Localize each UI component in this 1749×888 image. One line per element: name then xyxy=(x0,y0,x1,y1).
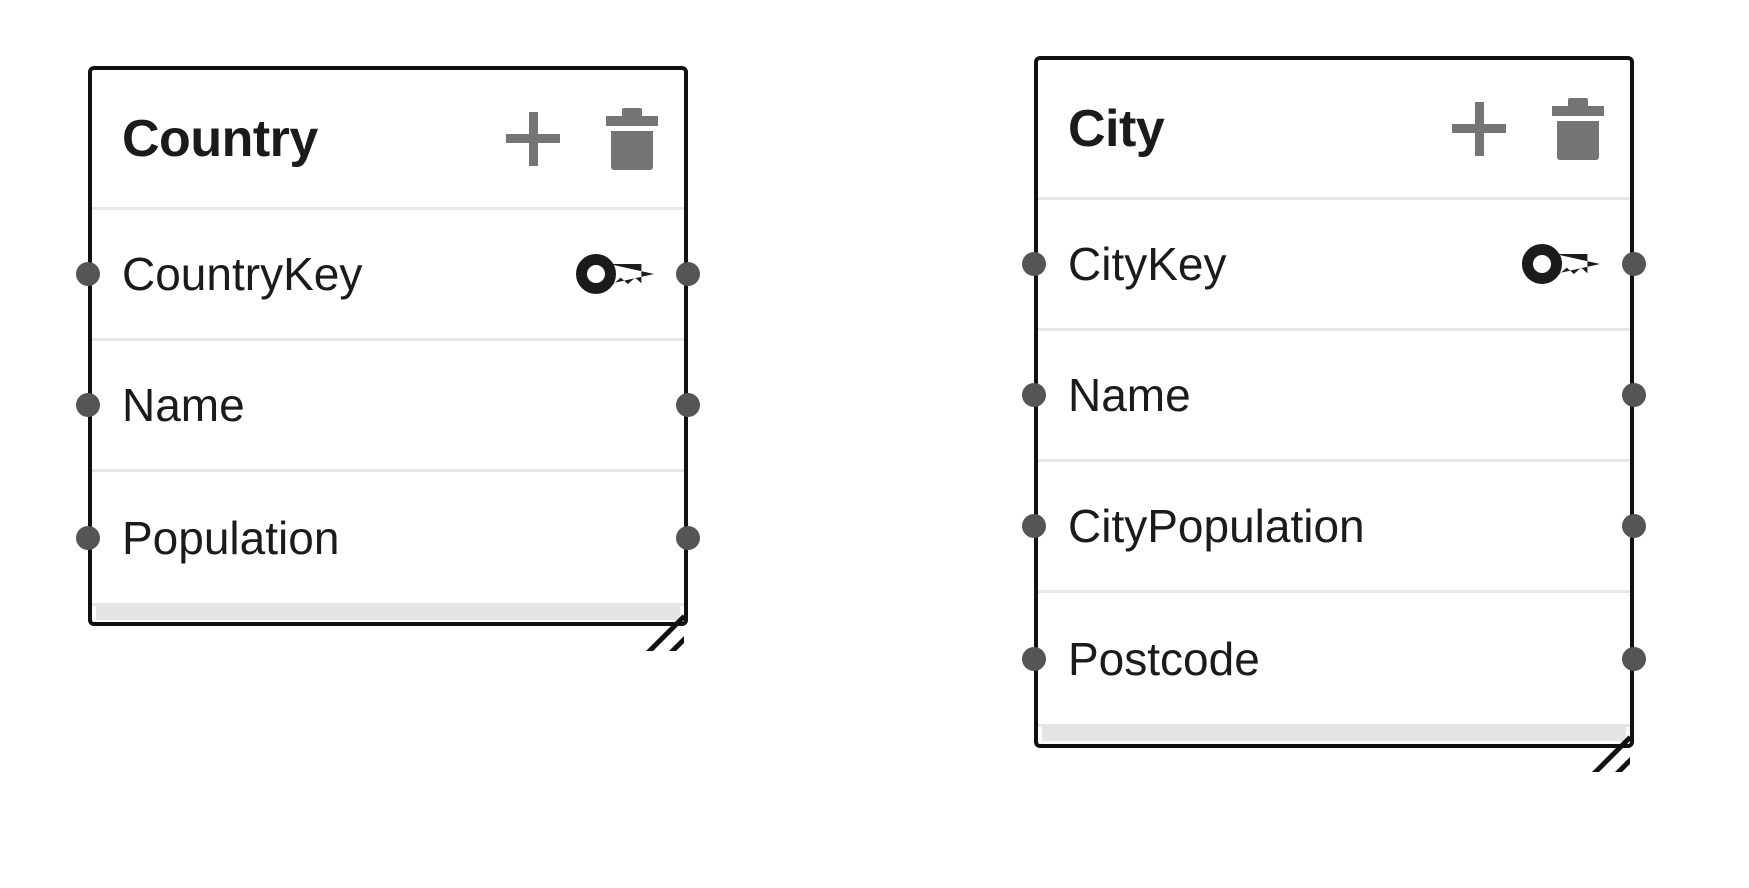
port-right[interactable] xyxy=(676,525,700,550)
trash-lid-tab xyxy=(1568,97,1588,107)
entity-title-city: City xyxy=(1068,99,1165,158)
trash-lid xyxy=(1552,105,1604,116)
entity-footer xyxy=(1038,724,1630,772)
trash-lid-tab xyxy=(622,107,642,117)
port-left[interactable] xyxy=(76,262,100,286)
key-icon xyxy=(576,251,654,297)
key-ring xyxy=(1522,244,1562,284)
plus-icon[interactable] xyxy=(506,111,560,166)
field-name: Population xyxy=(122,511,340,564)
port-left[interactable] xyxy=(76,525,100,550)
key-ring xyxy=(576,254,616,294)
entity-field-list-city: CityKey Name CityPopulation Postcode xyxy=(1022,200,1646,724)
entity-header-country[interactable]: Country xyxy=(92,70,684,210)
entity-card-city[interactable]: City CityKey xyxy=(1022,56,1646,748)
field-row[interactable]: CountryKey xyxy=(76,210,700,341)
field-name: Name xyxy=(122,379,245,431)
port-left[interactable] xyxy=(1022,252,1046,276)
port-left[interactable] xyxy=(76,393,100,417)
entity-card-country[interactable]: Country CountryKey xyxy=(76,66,700,626)
resize-handle[interactable] xyxy=(644,611,684,651)
field-name: Postcode xyxy=(1068,632,1260,685)
field-name: Name xyxy=(1068,369,1191,421)
field-row[interactable]: Population xyxy=(76,472,700,603)
horizontal-scrollbar[interactable] xyxy=(1042,727,1626,741)
port-left[interactable] xyxy=(1022,646,1046,671)
port-left[interactable] xyxy=(1022,514,1046,538)
field-row[interactable]: Name xyxy=(1022,331,1646,462)
trash-can-body xyxy=(611,130,653,170)
port-left[interactable] xyxy=(1022,383,1046,407)
port-right[interactable] xyxy=(676,262,700,286)
port-right[interactable] xyxy=(1622,383,1646,407)
entity-header-city[interactable]: City xyxy=(1038,60,1630,200)
horizontal-scrollbar[interactable] xyxy=(96,606,680,620)
field-name: CityKey xyxy=(1068,238,1227,290)
key-icon xyxy=(1522,241,1600,287)
entity-field-list-country: CountryKey Name Population xyxy=(76,210,700,603)
field-row[interactable]: Name xyxy=(76,341,700,472)
plus-icon[interactable] xyxy=(1452,101,1506,156)
trash-icon[interactable] xyxy=(606,107,658,170)
resize-handle[interactable] xyxy=(1590,732,1630,772)
port-right[interactable] xyxy=(676,393,700,417)
field-row[interactable]: CityKey xyxy=(1022,200,1646,331)
trash-lid xyxy=(606,115,658,126)
field-name: CityPopulation xyxy=(1068,500,1365,552)
entity-footer xyxy=(92,603,684,651)
entity-title-country: Country xyxy=(122,109,318,168)
field-name: CountryKey xyxy=(122,248,363,300)
port-right[interactable] xyxy=(1622,252,1646,276)
port-right[interactable] xyxy=(1622,646,1646,671)
trash-icon[interactable] xyxy=(1552,97,1604,160)
port-right[interactable] xyxy=(1622,514,1646,538)
trash-can-body xyxy=(1557,120,1599,160)
entity-header-actions xyxy=(506,107,658,170)
entity-header-actions xyxy=(1452,97,1604,160)
field-row[interactable]: CityPopulation xyxy=(1022,462,1646,593)
field-row[interactable]: Postcode xyxy=(1022,593,1646,724)
